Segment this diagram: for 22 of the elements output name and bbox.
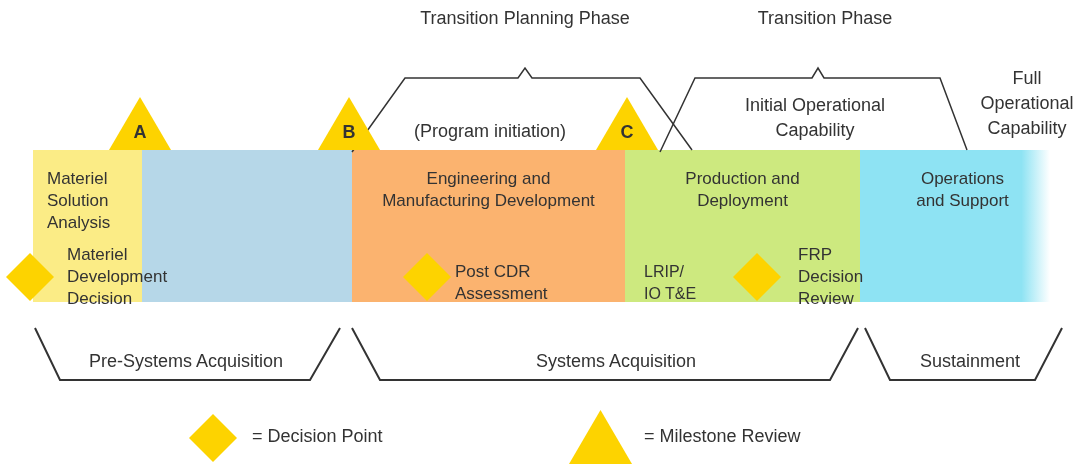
annotation-label: Transition Planning Phase xyxy=(419,7,631,30)
milestone-letter: A xyxy=(132,121,148,143)
phase-box xyxy=(352,150,625,302)
annotation-label: Full Operational Capability xyxy=(979,67,1075,140)
decision-label: Post CDR Assessment xyxy=(455,261,549,305)
milestone-letter: B xyxy=(341,121,357,143)
milestone-letter: C xyxy=(619,121,635,143)
legend-label: = Decision Point xyxy=(252,426,383,447)
annotation-label: LRIP/ IO T&E xyxy=(644,262,698,304)
legend-label: = Milestone Review xyxy=(644,426,801,447)
phase-box xyxy=(860,150,1050,302)
phase-label: Materiel Solution Analysis xyxy=(47,168,112,234)
annotation-label: Initial Operational Capability xyxy=(743,94,887,142)
phase-label: Production and Deployment xyxy=(684,168,801,212)
phase-label: Operations and Support xyxy=(915,168,1010,212)
annotation-label: (Program initiation) xyxy=(412,120,568,143)
stage-label: Sustainment xyxy=(918,350,1022,373)
annotation-label: Transition Phase xyxy=(756,7,894,30)
phase-label: Engineering and Manufacturing Development xyxy=(381,168,596,212)
stage-label: Systems Acquisition xyxy=(534,350,698,373)
stage-label: Pre-Systems Acquisition xyxy=(87,350,285,373)
phase-box xyxy=(625,150,860,302)
